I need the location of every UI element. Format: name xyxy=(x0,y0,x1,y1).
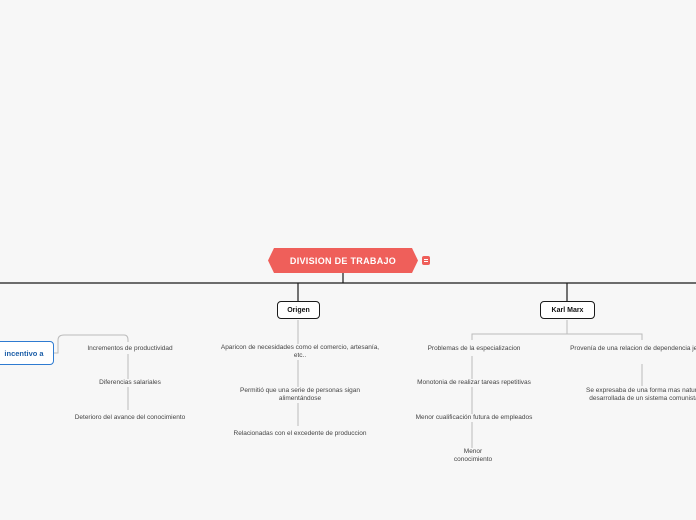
problemas-item-3[interactable]: Menor conocimiento xyxy=(446,448,500,464)
incentive-item-3[interactable]: Deterioro del avance del conocimiento xyxy=(58,414,202,422)
provenia-node[interactable]: Provenía de una relacion de dependencia … xyxy=(564,345,696,353)
incentive-label: incentivo a xyxy=(4,348,44,358)
branch-karl-marx[interactable]: Karl Marx xyxy=(540,301,595,319)
incentive-item-1[interactable]: Incrementos de productividad xyxy=(73,345,187,353)
branch-karl-marx-label: Karl Marx xyxy=(551,306,584,314)
provenia-item-1[interactable]: Se expresaba de una forma mas natural de… xyxy=(568,387,696,403)
branch-origen-label: Origen xyxy=(287,306,310,314)
incentive-item-2[interactable]: Diferencias salariales xyxy=(78,379,182,387)
origen-item-1[interactable]: Aparicon de necesidades como el comercio… xyxy=(218,344,382,360)
origen-item-3[interactable]: Relacionadas con el excedente de producc… xyxy=(218,430,382,438)
origen-item-2[interactable]: Permitió que una serie de personas sigan… xyxy=(222,387,378,403)
problemas-item-2[interactable]: Menor cualificación futura de empleados xyxy=(396,414,552,422)
root-label: DIVISION DE TRABAJO xyxy=(289,255,397,266)
root-node[interactable]: DIVISION DE TRABAJO xyxy=(268,248,418,273)
note-icon[interactable] xyxy=(422,256,430,265)
problemas-item-1[interactable]: Monotonia de realizar tareas repetitivas xyxy=(398,379,550,387)
problemas-node[interactable]: Problemas de la especializacion xyxy=(402,345,546,353)
incentive-node[interactable]: incentivo a xyxy=(0,341,54,365)
branch-origen[interactable]: Origen xyxy=(277,301,320,319)
